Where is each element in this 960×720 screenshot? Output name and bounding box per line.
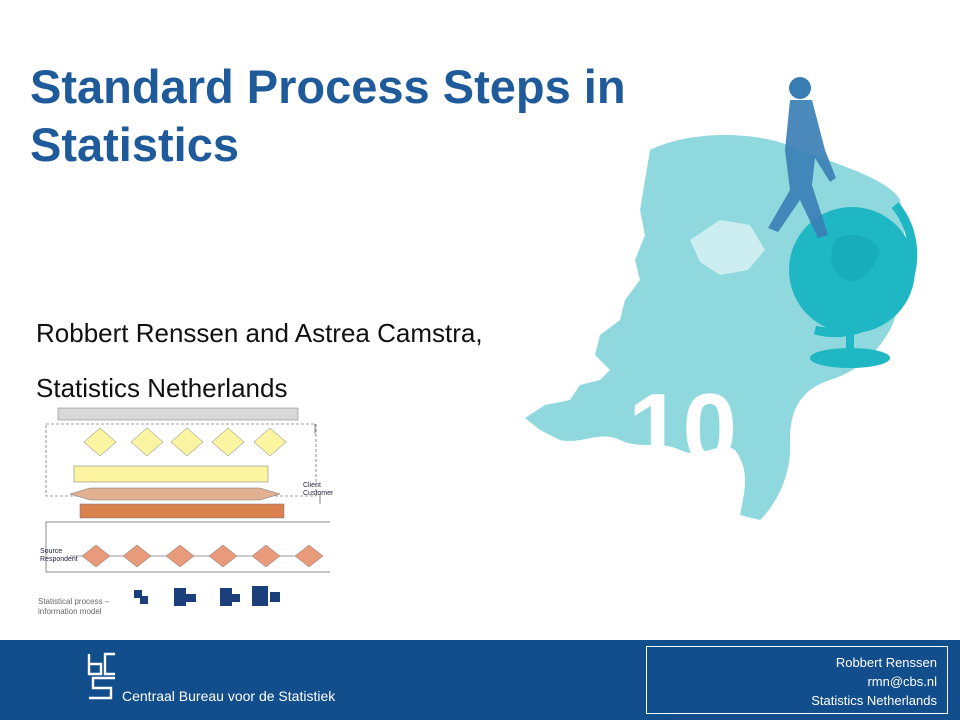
slide-subtitle-authors: Robbert Renssen and Astrea Camstra, <box>36 318 483 348</box>
org-name: Centraal Bureau voor de Statistiek <box>122 688 336 704</box>
walking-man-icon <box>768 77 836 238</box>
slide-subtitle-organisation: Statistics Netherlands <box>36 373 288 403</box>
globe-icon <box>789 202 918 368</box>
footer-bar <box>0 640 960 720</box>
contact-email[interactable]: rmn@cbs.nl <box>867 674 937 689</box>
source-respondent-label: Source Respondent <box>40 548 78 563</box>
process-diagram <box>45 407 330 606</box>
contact-box: Robbert Renssen rmn@cbs.nl Statistics Ne… <box>646 646 948 714</box>
slide-title: Standard Process Steps in Statistics <box>30 60 626 171</box>
client-customer-label: Client Customer <box>303 482 334 497</box>
decor-number: 10 <box>628 373 737 483</box>
model-label: Statistical process – information model <box>38 597 110 616</box>
cbs-logo-icon <box>87 652 115 700</box>
map-artwork: 10 <box>525 77 918 520</box>
contact-organisation: Statistics Netherlands <box>811 693 937 708</box>
contact-name: Robbert Renssen <box>835 655 937 670</box>
